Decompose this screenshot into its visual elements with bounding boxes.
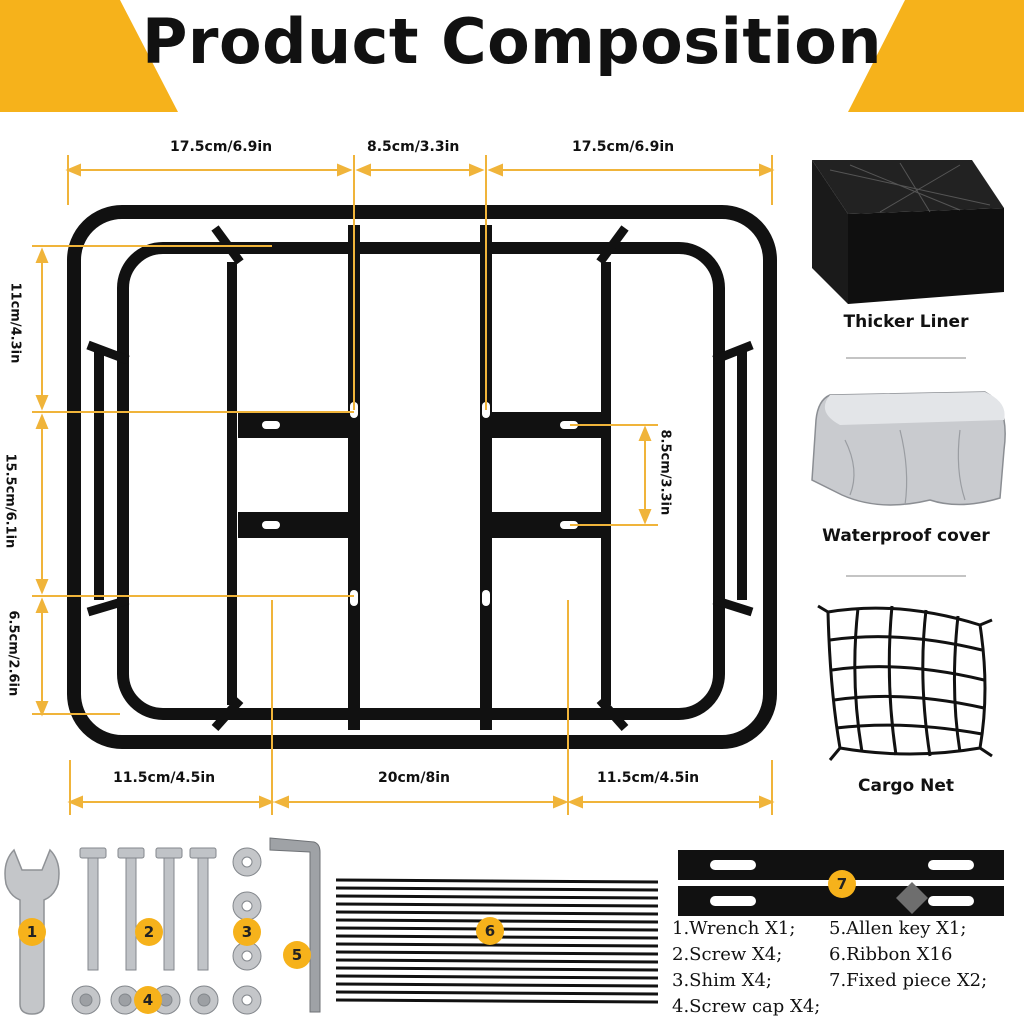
badge-allen-key: 5 xyxy=(283,941,311,969)
badge-screw-cap: 4 xyxy=(134,986,162,1014)
ribbon-icon xyxy=(335,878,659,1004)
dim-bottom-middle: 20cm/8in xyxy=(378,770,450,786)
parts-legend: 1.Wrench X1; 5.Allen key X1; 2.Screw X4;… xyxy=(672,916,1024,1020)
legend-item: 6.Ribbon X16 xyxy=(829,944,953,965)
banner-left-triangle xyxy=(0,0,178,112)
plate-slots xyxy=(262,402,578,606)
dim-top-right: 17.5cm/6.9in xyxy=(572,139,675,155)
badge-screw: 2 xyxy=(135,918,163,946)
legend-row: 2.Screw X4; 6.Ribbon X16 xyxy=(672,942,1024,968)
legend-item: 3.Shim X4; xyxy=(672,970,772,991)
legend-item: 4.Screw cap X4; xyxy=(672,996,821,1017)
legend-row: 3.Shim X4; 7.Fixed piece X2; xyxy=(672,968,1024,994)
badge-ribbon: 6 xyxy=(476,917,504,945)
dim-left-top: 11cm/4.3in xyxy=(7,282,23,364)
legend-item: 7.Fixed piece X2; xyxy=(829,970,988,991)
dim-left-middle: 15.5cm/6.1in xyxy=(2,453,18,549)
dim-left-bottom: 6.5cm/2.6in xyxy=(5,610,21,697)
legend-item: 2.Screw X4; xyxy=(672,944,783,965)
cover-icon xyxy=(811,391,1006,506)
screw-icon xyxy=(79,847,217,971)
legend-item: 5.Allen key X1; xyxy=(829,918,967,939)
dim-bottom-left: 11.5cm/4.5in xyxy=(113,770,216,786)
dim-inner-right: 8.5cm/3.3in xyxy=(657,429,673,516)
accessory-label-liner: Thicker Liner xyxy=(843,312,969,332)
banner-right-triangle xyxy=(848,0,1024,112)
cargo-net-icon xyxy=(817,604,993,761)
accessory-label-cargo-net: Cargo Net xyxy=(858,776,954,796)
legend-item: 1.Wrench X1; xyxy=(672,918,796,939)
dim-top-middle: 8.5cm/3.3in xyxy=(367,139,460,155)
legend-row: 1.Wrench X1; 5.Allen key X1; xyxy=(672,916,1024,942)
dim-top-left: 17.5cm/6.9in xyxy=(170,139,273,155)
accessory-label-cover: Waterproof cover xyxy=(822,526,990,546)
badge-shim: 3 xyxy=(233,918,261,946)
dim-bottom-right: 11.5cm/4.5in xyxy=(597,770,700,786)
badge-fixed-piece: 7 xyxy=(828,870,856,898)
badge-wrench: 1 xyxy=(18,918,46,946)
page-title: Product Composition xyxy=(141,5,883,78)
mounting-plates xyxy=(238,412,604,538)
liner-icon xyxy=(812,160,1004,304)
legend-row: 4.Screw cap X4; xyxy=(672,994,1024,1020)
allen-key-icon xyxy=(269,837,321,1013)
dimension-lines xyxy=(32,155,775,815)
